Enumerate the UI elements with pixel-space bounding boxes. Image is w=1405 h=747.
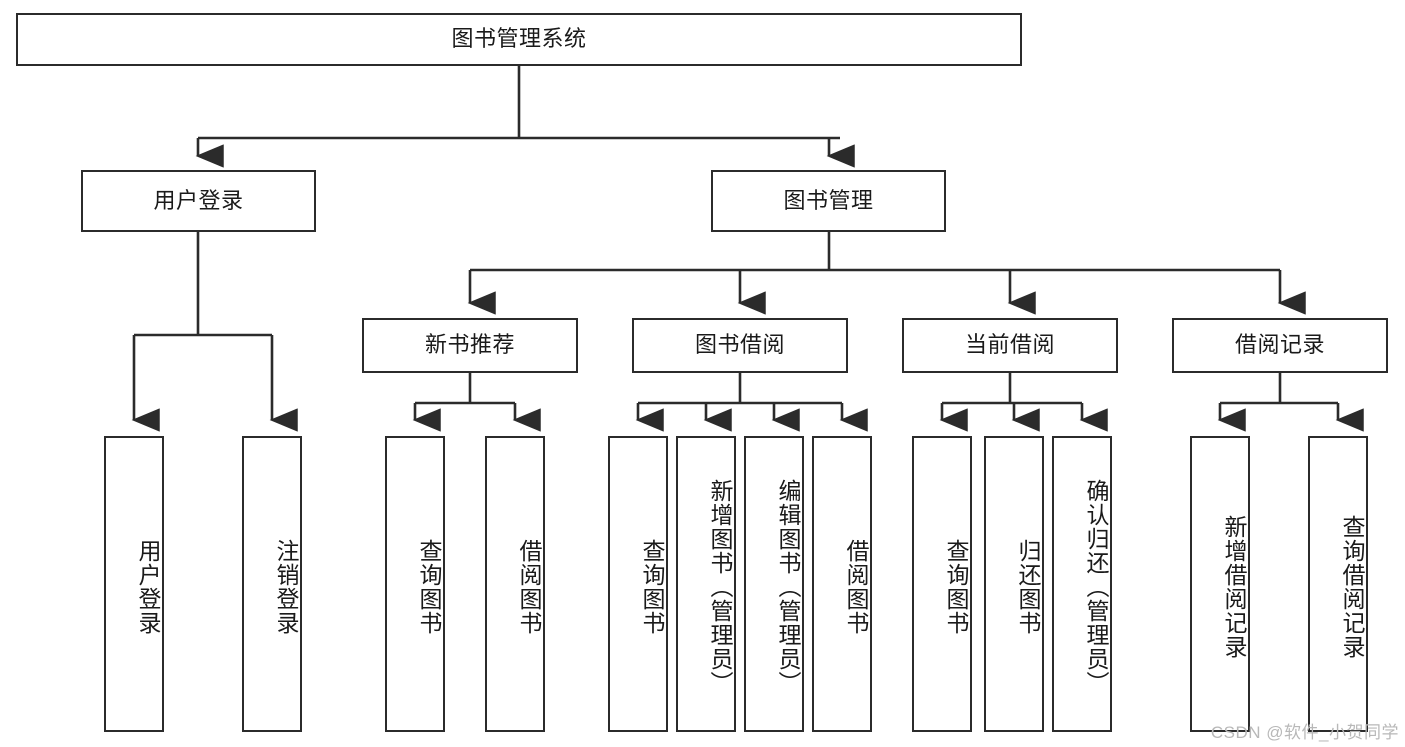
node-label: 查询图书 xyxy=(639,539,665,635)
node-leaf-query-book-2[interactable]: 查询图书 xyxy=(608,436,668,732)
node-leaf-return-book[interactable]: 归还图书 xyxy=(984,436,1044,732)
node-leaf-query-record[interactable]: 查询借阅记录 xyxy=(1308,436,1368,732)
node-label: 查询图书 xyxy=(416,539,442,635)
node-book-manage[interactable]: 图书管理 xyxy=(711,170,946,232)
node-leaf-user-login[interactable]: 用户登录 xyxy=(104,436,164,732)
node-label: 注销登录 xyxy=(273,539,299,635)
node-borrow-record[interactable]: 借阅记录 xyxy=(1172,318,1388,373)
node-label: 借阅记录 xyxy=(1234,332,1325,358)
node-label: 查询图书 xyxy=(943,539,969,635)
node-leaf-borrow-book-2[interactable]: 借阅图书 xyxy=(812,436,872,732)
node-leaf-add-book[interactable]: 新增图书（管理员） xyxy=(676,436,736,732)
node-leaf-query-book-3[interactable]: 查询图书 xyxy=(912,436,972,732)
node-label: 图书借阅 xyxy=(694,332,785,358)
node-label: 用户登录 xyxy=(135,539,161,635)
node-label: 确认归还（管理员） xyxy=(1083,479,1109,695)
node-label: 图书管理系统 xyxy=(451,26,587,52)
node-leaf-logout[interactable]: 注销登录 xyxy=(242,436,302,732)
node-label: 借阅图书 xyxy=(843,539,869,635)
node-label: 用户登录 xyxy=(153,187,244,213)
node-book-borrow[interactable]: 图书借阅 xyxy=(632,318,848,373)
node-label: 归还图书 xyxy=(1015,539,1041,635)
node-leaf-borrow-book-1[interactable]: 借阅图书 xyxy=(485,436,545,732)
node-leaf-edit-book[interactable]: 编辑图书（管理员） xyxy=(744,436,804,732)
node-label: 新增图书（管理员） xyxy=(707,479,733,695)
node-label: 新增借阅记录 xyxy=(1221,515,1247,659)
node-label: 当前借阅 xyxy=(964,332,1055,358)
node-system-root[interactable]: 图书管理系统 xyxy=(16,13,1022,66)
node-label: 编辑图书（管理员） xyxy=(775,479,801,695)
node-user-login[interactable]: 用户登录 xyxy=(81,170,316,232)
node-label: 新书推荐 xyxy=(424,332,515,358)
node-label: 查询借阅记录 xyxy=(1339,515,1365,659)
node-leaf-query-book-1[interactable]: 查询图书 xyxy=(385,436,445,732)
node-new-book-rec[interactable]: 新书推荐 xyxy=(362,318,578,373)
node-label: 借阅图书 xyxy=(516,539,542,635)
node-leaf-add-record[interactable]: 新增借阅记录 xyxy=(1190,436,1250,732)
node-label: 图书管理 xyxy=(783,187,874,213)
node-leaf-confirm-return[interactable]: 确认归还（管理员） xyxy=(1052,436,1112,732)
node-current-borrow[interactable]: 当前借阅 xyxy=(902,318,1118,373)
